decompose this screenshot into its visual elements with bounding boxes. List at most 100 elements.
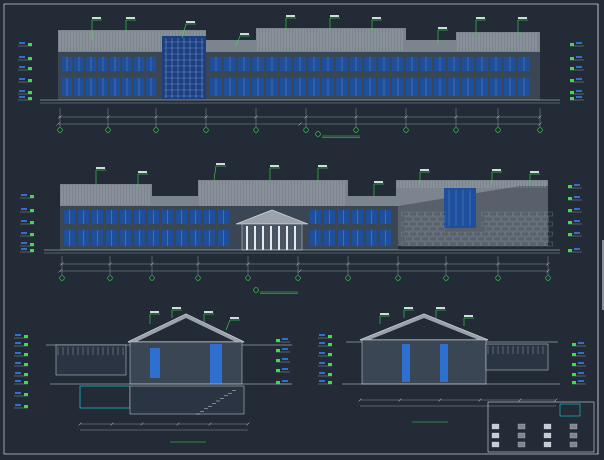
stone-course	[537, 221, 545, 227]
porch-column	[262, 226, 264, 250]
section2-level-marks-left	[318, 334, 332, 385]
stone-course	[521, 221, 529, 227]
stone-course	[417, 211, 425, 217]
stone-course	[521, 211, 529, 217]
stone-course	[425, 241, 433, 247]
stone-course	[485, 216, 493, 222]
rear-callout-label	[270, 165, 279, 167]
stone-course	[445, 236, 453, 242]
stone-course	[509, 226, 517, 232]
front-elevation	[18, 15, 584, 138]
stone-course	[457, 231, 465, 237]
front-level-marks-right	[570, 42, 584, 101]
section2-level-right-flag	[572, 381, 576, 384]
stone-course	[481, 221, 489, 227]
stone-course	[497, 211, 505, 217]
stone-course	[437, 226, 445, 232]
section1-level-marks	[14, 334, 290, 409]
legend-swatch	[491, 441, 500, 448]
rear-level-marks-right	[568, 184, 582, 253]
stone-course	[437, 216, 445, 222]
section2-level-left-tag	[319, 372, 325, 374]
section1-dim-tick	[140, 422, 144, 426]
stone-course	[501, 226, 509, 232]
section2-dim-tick	[358, 398, 362, 402]
stone-course	[529, 221, 537, 227]
stone-course	[409, 221, 417, 227]
section1-dim-tick	[208, 422, 212, 426]
section1-callout-label	[204, 311, 213, 313]
rear-level-marks-left	[20, 194, 34, 253]
legend-key-box	[559, 403, 581, 417]
stone-course	[545, 231, 553, 237]
stone-course	[405, 216, 413, 222]
stone-course	[469, 236, 477, 242]
legend-swatch	[491, 423, 500, 430]
rear-callout-label	[420, 169, 429, 171]
stone-course	[501, 236, 509, 242]
front-level-right-tag	[576, 42, 582, 44]
front-level-right-tag	[576, 96, 582, 98]
stone-course	[537, 231, 545, 237]
stone-course	[453, 236, 461, 242]
stone-course	[417, 241, 425, 247]
section2-body	[361, 339, 487, 385]
porch-column	[270, 226, 272, 250]
section1-level-flag	[24, 363, 28, 366]
stone-course	[521, 241, 529, 247]
stone-course	[441, 241, 449, 247]
section2-dim-tick	[554, 398, 558, 402]
legend-frame	[487, 401, 595, 453]
section2-level-left-flag	[328, 335, 332, 338]
section2-level-right-flag	[572, 363, 576, 366]
legend-swatch	[569, 432, 578, 439]
stone-course	[413, 226, 421, 232]
front-axis-bubbles	[57, 108, 543, 133]
section1-level-flag	[24, 405, 28, 408]
section1-callout-label	[230, 317, 239, 319]
stone-course	[441, 231, 449, 237]
front-dim-tick	[298, 122, 302, 126]
section2-glass-left	[402, 344, 410, 382]
rear-material-callouts	[95, 163, 540, 196]
rear-level-left-tag	[21, 208, 27, 210]
stone-course	[533, 236, 541, 242]
section2-level-left-flag	[328, 381, 332, 384]
stone-course	[413, 216, 421, 222]
section1-level-tag	[15, 352, 21, 354]
section2-callout-label	[436, 307, 445, 309]
section2-level-right-tag	[578, 380, 584, 382]
section2-level-marks-right	[572, 342, 586, 385]
stone-course	[489, 211, 497, 217]
rear-level-left-flag	[30, 233, 34, 236]
stone-course	[545, 241, 553, 247]
stone-course	[409, 241, 417, 247]
rear-dim-tick	[58, 269, 62, 273]
stone-course	[537, 241, 545, 247]
porch-column	[294, 226, 296, 250]
stone-course	[505, 231, 513, 237]
front-axis-bubble	[153, 127, 159, 133]
section1-level-right-flag	[276, 349, 280, 352]
front-level-left-tag	[19, 78, 25, 80]
legend-swatches	[491, 423, 578, 448]
section2-callout-label	[380, 313, 389, 315]
stone-course	[489, 231, 497, 237]
front-level-right-tag	[576, 90, 582, 92]
section1-basement	[129, 385, 245, 415]
section1-callout-leader	[225, 319, 231, 331]
section2-level-left-tag	[319, 352, 325, 354]
section2-level-right-tag	[578, 362, 584, 364]
section1-callout-label	[172, 307, 181, 309]
section1-callout-label	[150, 311, 159, 313]
rear-level-left-tag	[21, 242, 27, 244]
rear-axis-bubble	[295, 275, 301, 281]
section2-level-right-flag	[572, 373, 576, 376]
section1-column-glass	[150, 348, 160, 378]
section2-level-left-flag	[328, 353, 332, 356]
front-roof-right	[456, 32, 540, 52]
front-level-right-flag	[570, 91, 574, 94]
front-elevation-title	[315, 131, 360, 138]
section1-level-flag	[24, 335, 28, 338]
